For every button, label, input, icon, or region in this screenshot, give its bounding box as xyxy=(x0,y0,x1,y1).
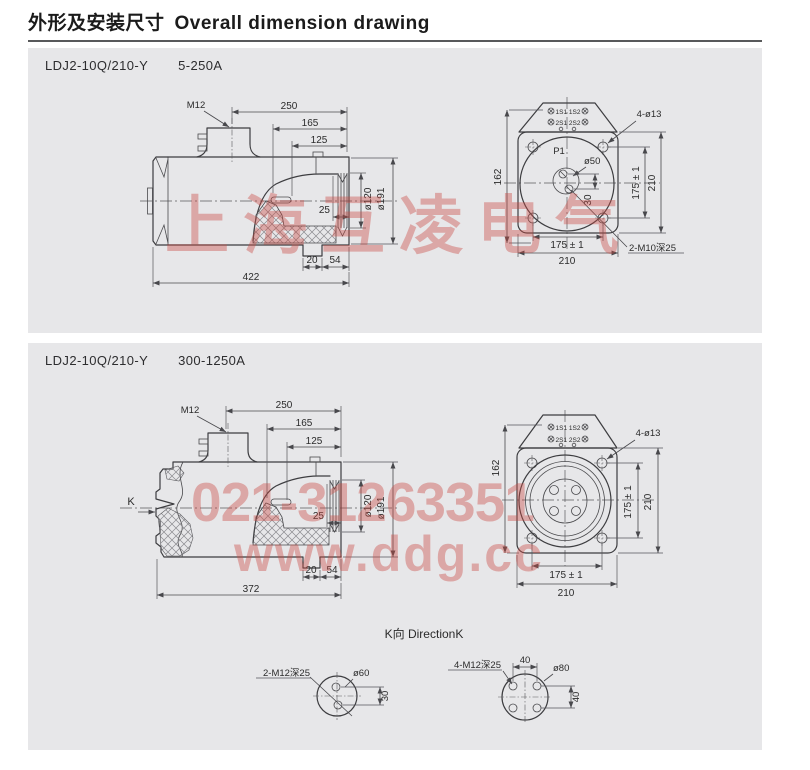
front-view-drawing: 1S1 1S2 2S1 2S2 xyxy=(491,410,663,599)
mounting-holes xyxy=(525,139,611,226)
hatched-insulator xyxy=(157,507,194,557)
model-number: LDJ2-10Q/210-Y xyxy=(45,58,149,73)
drawing-300-1250a: K M12 250 165 125 ø120 xyxy=(120,400,663,724)
current-range: 300-1250A xyxy=(178,353,246,368)
direction-k-title: K向 DirectionK xyxy=(385,626,464,641)
dim-125: 125 xyxy=(306,436,323,447)
dim-30: 30 xyxy=(380,691,391,702)
hatched-insulator-top xyxy=(164,465,185,482)
current-range: 5-250A xyxy=(178,58,223,73)
dim-165: 165 xyxy=(296,418,313,429)
k-view-2-hole: 2-M12深25 ø60 30 xyxy=(256,668,391,720)
model-label-1: LDJ2-10Q/210-Y 5-250A xyxy=(45,58,222,73)
dim-250: 250 xyxy=(281,101,298,112)
hatched-section xyxy=(252,200,337,244)
terminal-screw-icon xyxy=(547,423,589,448)
page-title-en: Overall dimension drawing xyxy=(174,13,430,34)
dim-30: 30 xyxy=(583,194,594,206)
dim-175-right: 175 ± 1 xyxy=(623,485,634,519)
terminal-row-1: 1S1 1S2 xyxy=(556,109,581,116)
dim-tapped-holes: 2-M10深25 xyxy=(629,243,676,254)
page-title-zh: 外形及安装尺寸 xyxy=(28,13,165,34)
terminal-row-2: 2S1 2S2 xyxy=(556,437,581,444)
panel-5-250a: LDJ2-10Q/210-Y 5-250A xyxy=(28,48,762,333)
model-number: LDJ2-10Q/210-Y xyxy=(45,353,149,368)
dim-thread: M12 xyxy=(187,100,205,111)
dim-25: 25 xyxy=(313,511,325,522)
p1-label: P1 xyxy=(553,146,565,157)
dim-40-right: 40 xyxy=(571,692,582,703)
dim-dia191: ø191 xyxy=(376,187,387,210)
dim-dia191: ø191 xyxy=(376,496,387,519)
model-label-2: LDJ2-10Q/210-Y 300-1250A xyxy=(45,353,245,368)
dim-175-right: 175 ± 1 xyxy=(631,166,642,200)
dim-tapped-holes: 2-M12深25 xyxy=(263,668,310,679)
dim-54: 54 xyxy=(326,565,338,576)
dim-175-bottom: 175 ± 1 xyxy=(549,570,583,581)
dim-165: 165 xyxy=(302,118,319,129)
dim-tapped-holes: 4-M12深25 xyxy=(454,660,501,671)
terminal-row-1: 1S1 1S2 xyxy=(556,425,581,432)
dim-422: 422 xyxy=(243,272,260,283)
dim-20: 20 xyxy=(305,565,317,576)
drawing-5-250a: M12 250 165 125 ø120 ø191 xyxy=(140,97,684,287)
dim-dia50: ø50 xyxy=(584,156,600,167)
dim-4xdia13: 4-ø13 xyxy=(637,109,662,120)
dim-175-bottom: 175 ± 1 xyxy=(550,240,584,251)
dim-20: 20 xyxy=(306,255,318,266)
dim-210-right: 210 xyxy=(647,174,658,191)
k-view-label: K xyxy=(127,496,135,508)
dim-dia120: ø120 xyxy=(363,187,374,210)
dim-54: 54 xyxy=(329,255,341,266)
panel-300-1250a: LDJ2-10Q/210-Y 300-1250A xyxy=(28,343,762,750)
terminal-screw-icon xyxy=(547,107,589,132)
dim-162: 162 xyxy=(493,168,504,185)
front-view-drawing: 1S1 1S2 2S1 2S2 P1 ø50 4-ø13 xyxy=(493,97,684,267)
side-view-drawing: M12 250 165 125 ø120 ø191 xyxy=(140,100,400,287)
dim-dia120: ø120 xyxy=(363,494,374,517)
hatched-section xyxy=(252,502,330,546)
dim-162: 162 xyxy=(491,459,502,476)
dim-25: 25 xyxy=(319,205,331,216)
side-view-drawing: K M12 250 165 125 ø120 xyxy=(120,400,398,599)
dim-125: 125 xyxy=(311,135,328,146)
page-header: 外形及安装尺寸 Overall dimension drawing xyxy=(28,8,762,42)
dim-4xdia13: 4-ø13 xyxy=(636,428,661,439)
dim-210-right: 210 xyxy=(643,493,654,510)
dim-40-top: 40 xyxy=(520,655,531,666)
dim-thread: M12 xyxy=(181,405,199,416)
dim-dia80: ø80 xyxy=(553,663,569,674)
dim-250: 250 xyxy=(276,400,293,411)
page-title: 外形及安装尺寸 Overall dimension drawing xyxy=(28,8,762,35)
direction-k-views: K向 DirectionK 2-M12深25 ø60 30 xyxy=(256,626,582,724)
dim-210-bottom: 210 xyxy=(558,588,575,599)
dim-372: 372 xyxy=(243,584,260,595)
dim-210-bottom: 210 xyxy=(559,256,576,267)
hub-holes xyxy=(549,485,581,516)
k-view-4-hole: 40 4-M12深25 ø80 40 xyxy=(448,655,582,724)
dim-dia60: ø60 xyxy=(353,668,369,679)
terminal-row-2: 2S1 2S2 xyxy=(556,120,581,127)
